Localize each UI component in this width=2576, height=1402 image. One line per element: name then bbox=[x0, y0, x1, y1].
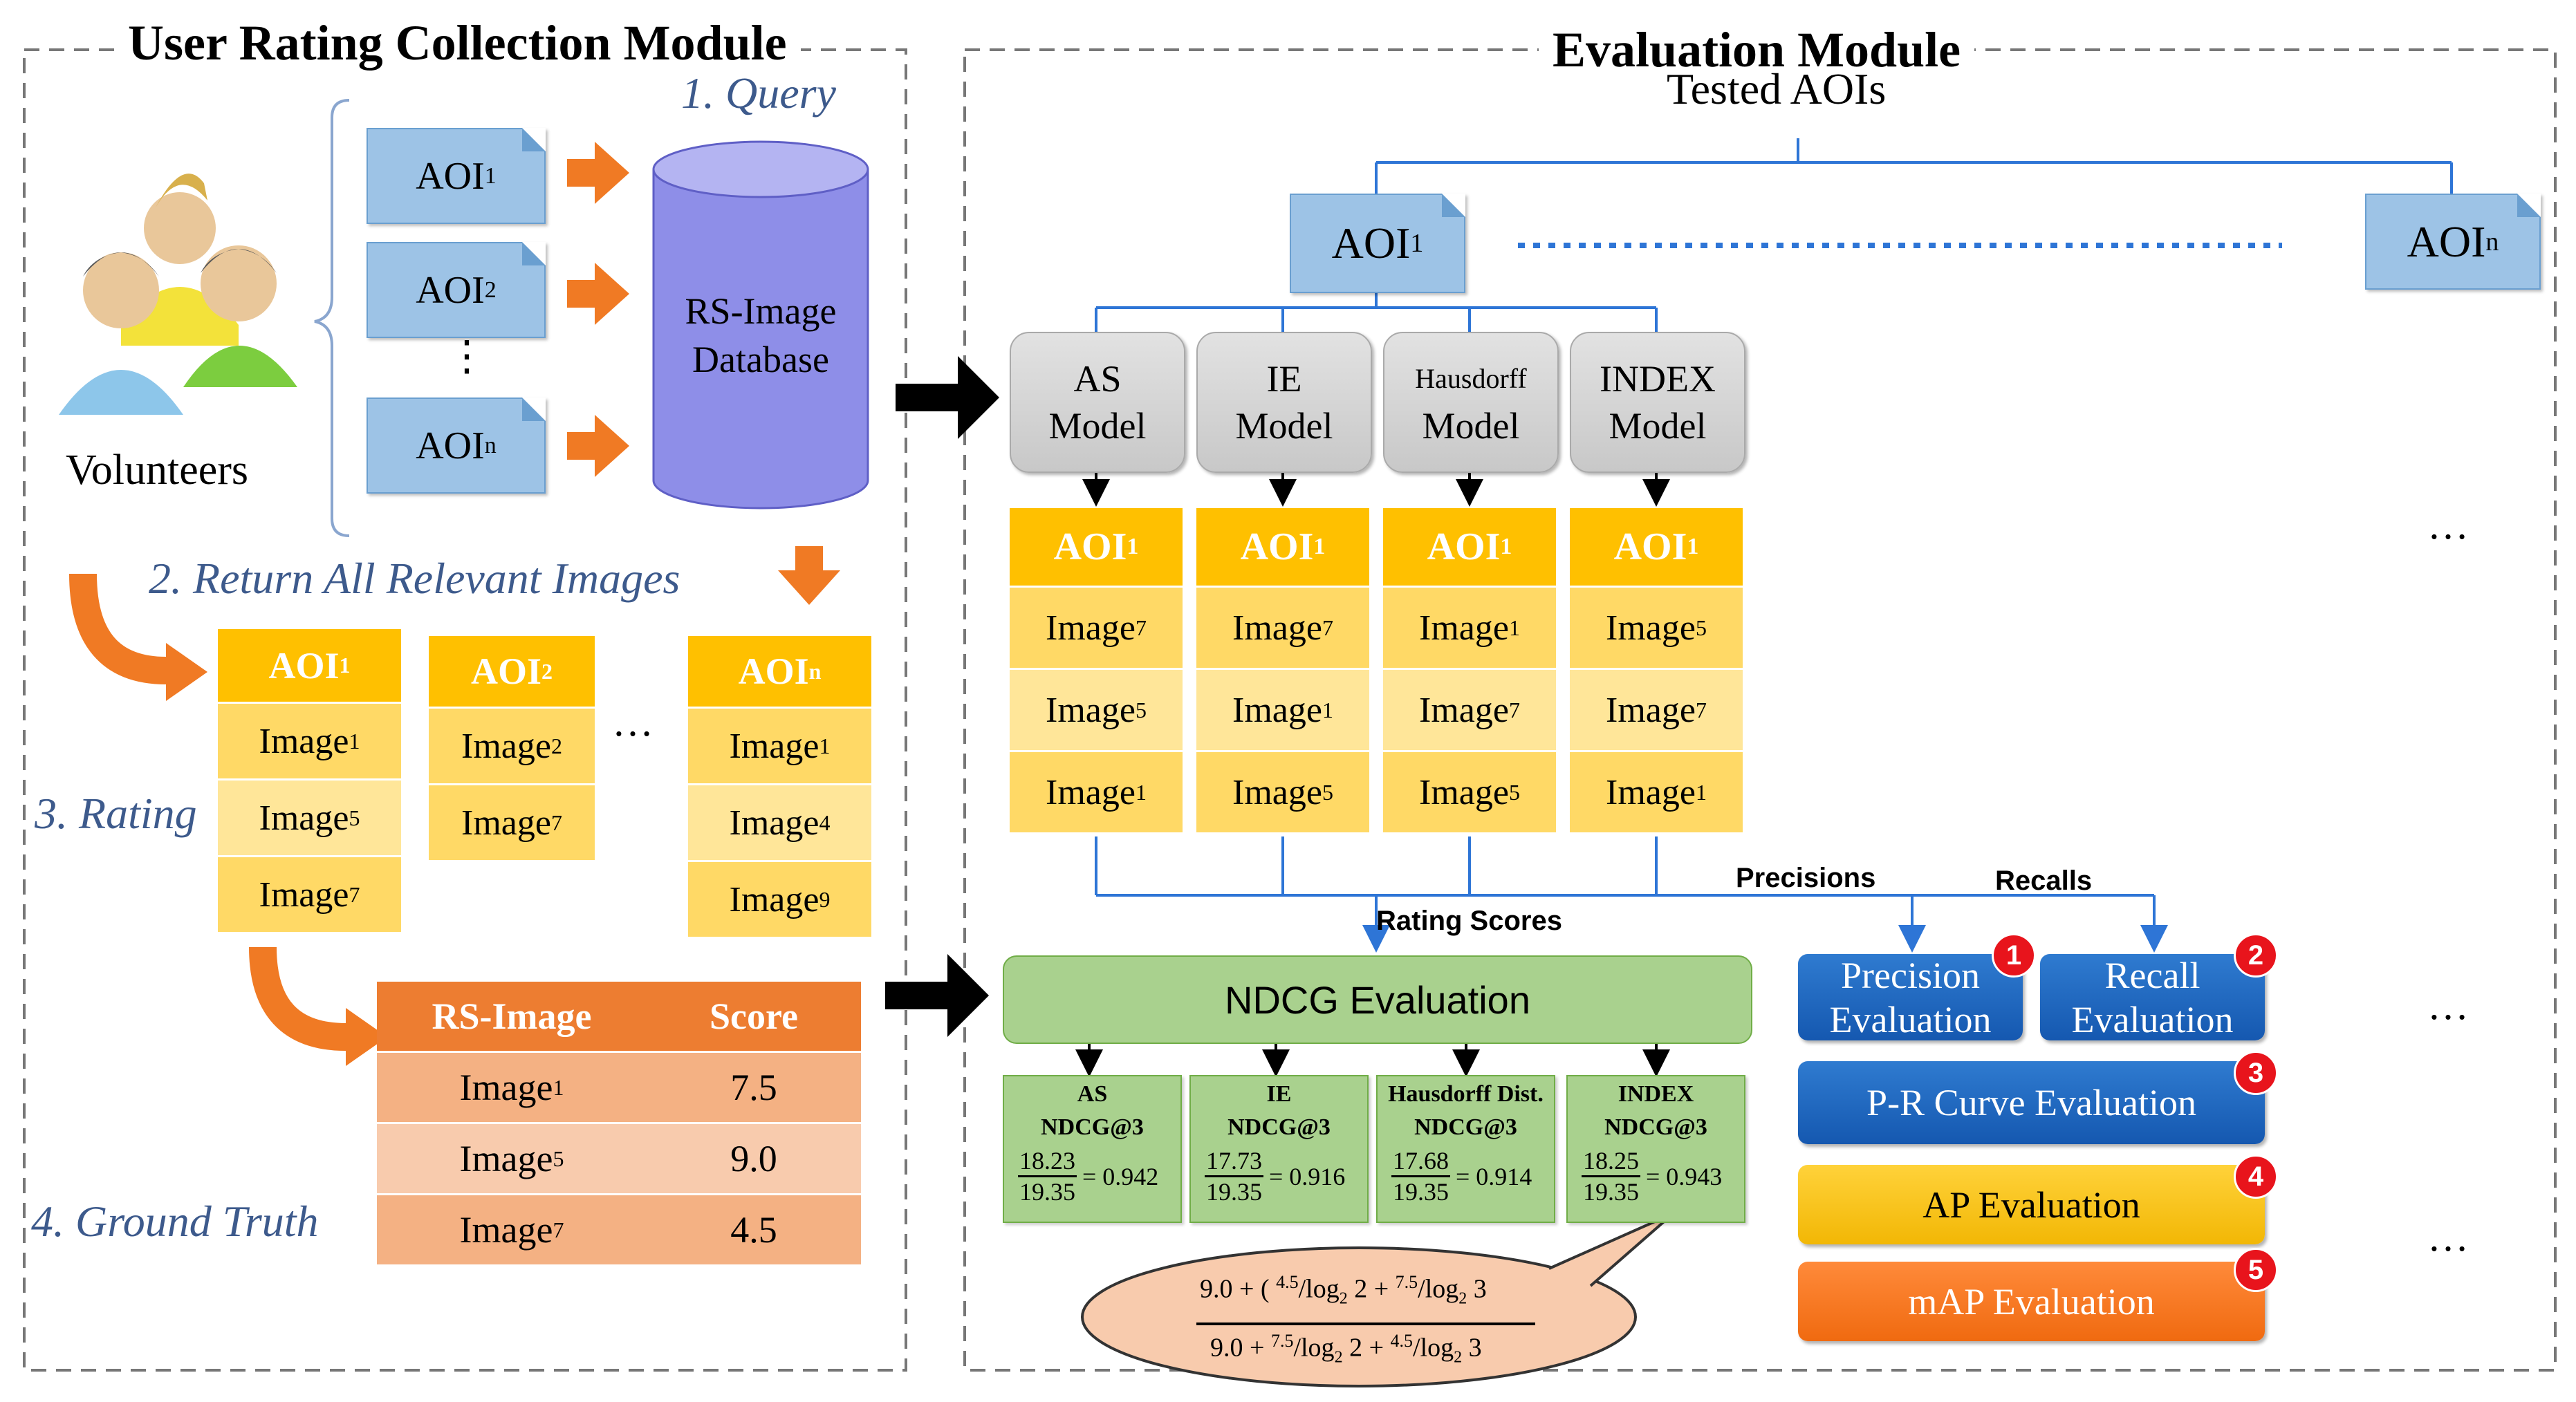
badge-4: 4 bbox=[2234, 1155, 2278, 1199]
right-module-title: Evaluation Module bbox=[1539, 22, 1975, 77]
badge-5: 5 bbox=[2234, 1248, 2278, 1292]
ndcg-arrows bbox=[1075, 1043, 1670, 1077]
aoi-tree-lines bbox=[1095, 138, 2453, 332]
table-cell: 4.5 bbox=[647, 1195, 861, 1267]
right-module-border bbox=[963, 48, 2557, 1372]
recalls-label: Recalls bbox=[1995, 866, 2093, 896]
database-cylinder bbox=[652, 140, 869, 510]
ndcg-evaluation-box: NDCG Evaluation bbox=[1003, 955, 1752, 1044]
callout-bubble bbox=[1081, 1212, 1675, 1387]
table-cell: 7.5 bbox=[647, 1053, 861, 1124]
badge-2: 2 bbox=[2234, 933, 2278, 978]
big-arrow-1 bbox=[896, 356, 999, 439]
volunteers-label: Volunteers bbox=[66, 447, 249, 494]
ap-evaluation-box: AP Evaluation bbox=[1798, 1165, 2265, 1244]
badge-3: 3 bbox=[2234, 1051, 2278, 1095]
aoi-vertical-dots: ⋮ bbox=[446, 333, 488, 379]
left-module-title: User Rating Collection Module bbox=[114, 15, 801, 71]
step-ground-truth-label: 4. Ground Truth bbox=[31, 1197, 319, 1246]
brace bbox=[314, 99, 350, 537]
table-header: Score bbox=[647, 982, 861, 1053]
step-rating-label: 3. Rating bbox=[35, 789, 197, 838]
table-cell: 9.0 bbox=[647, 1124, 861, 1195]
precisions-label: Precisions bbox=[1736, 863, 1876, 893]
lists-ellipsis: … bbox=[612, 699, 654, 745]
map-evaluation-box: mAP Evaluation bbox=[1798, 1262, 2265, 1341]
tested-aois-label: Tested AOIs bbox=[1667, 64, 1887, 113]
callout-denominator: 9.0 + 7.5/log2 2 + 4.5/log2 3 bbox=[1210, 1331, 1482, 1367]
step-return-label: 2. Return All Relevant Images bbox=[149, 554, 680, 603]
query-arrows bbox=[567, 142, 840, 605]
rating-curve-arrow bbox=[249, 946, 353, 1051]
pr-curve-evaluation-box: P-R Curve Evaluation bbox=[1798, 1061, 2265, 1144]
badge-1: 1 bbox=[1992, 933, 2036, 978]
step-query-label: 1. Query bbox=[681, 68, 836, 118]
return-curve-arrow bbox=[69, 573, 173, 684]
ellipsis-2: … bbox=[2427, 982, 2469, 1028]
ellipsis-1: … bbox=[2427, 502, 2469, 548]
ellipsis-3: … bbox=[2427, 1214, 2469, 1260]
left-module-border bbox=[23, 48, 907, 1372]
callout-numerator: 9.0 + ( 4.5/log2 2 + 7.5/log2 3 bbox=[1200, 1272, 1487, 1308]
model-arrows bbox=[1082, 470, 1670, 507]
volunteers-icon bbox=[59, 174, 297, 415]
rating-scores-label: Rating Scores bbox=[1376, 906, 1562, 936]
list-collect-lines bbox=[1095, 836, 2168, 953]
table-header: RS-Image bbox=[377, 982, 647, 1053]
big-arrow-2 bbox=[885, 954, 989, 1037]
